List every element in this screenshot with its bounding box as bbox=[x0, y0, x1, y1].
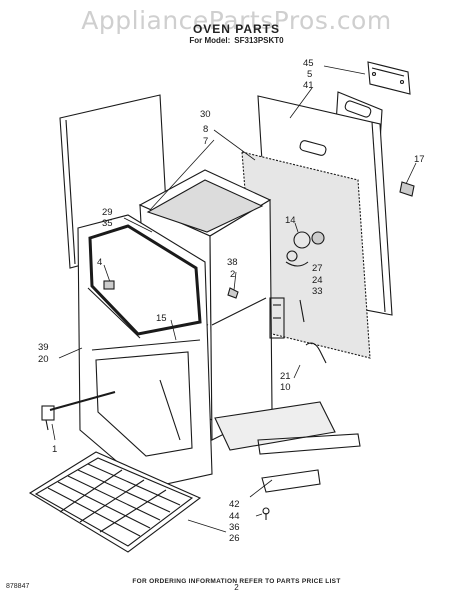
model-prefix: For Model: bbox=[189, 36, 231, 45]
page-number: 2 bbox=[234, 583, 239, 592]
document-code: 878847 bbox=[6, 583, 30, 590]
clip-38 bbox=[227, 287, 239, 299]
burner-assembly bbox=[285, 231, 325, 267]
callout-44: 44 bbox=[229, 511, 240, 522]
callout-33: 33 bbox=[312, 286, 323, 297]
callout-17: 17 bbox=[414, 154, 425, 165]
callout-35: 35 bbox=[102, 218, 113, 229]
hinge-assembly bbox=[41, 391, 116, 431]
callout-45: 45 bbox=[303, 58, 314, 69]
callout-30: 30 bbox=[200, 109, 211, 120]
callout-5: 5 bbox=[307, 69, 312, 80]
callout-1: 1 bbox=[52, 444, 57, 455]
callout-21: 21 bbox=[280, 371, 291, 382]
callout-8: 8 bbox=[203, 124, 208, 135]
callout-10: 10 bbox=[280, 382, 291, 393]
callout-39: 39 bbox=[38, 342, 49, 353]
callout-20: 20 bbox=[38, 354, 49, 365]
bracket-33 bbox=[269, 297, 305, 339]
vent-bracket-45 bbox=[367, 61, 411, 95]
callout-26: 26 bbox=[229, 533, 240, 544]
callout-38: 38 bbox=[227, 257, 238, 268]
leader-lines bbox=[51, 65, 417, 533]
oven-liner-back bbox=[241, 140, 371, 359]
ordering-note: FOR ORDERING INFORMATION REFER TO PARTS … bbox=[132, 578, 341, 585]
oven-rack bbox=[28, 451, 202, 553]
callout-labels: 45 5 41 30 8 7 17 29 35 14 4 38 2 27 24 … bbox=[38, 58, 425, 544]
small-clip-17 bbox=[399, 181, 415, 197]
model-line: For Model:SF313PSKT0 bbox=[0, 36, 473, 45]
callout-7: 7 bbox=[203, 136, 208, 147]
callout-15: 15 bbox=[156, 313, 167, 324]
callout-42: 42 bbox=[229, 499, 240, 510]
front-frame bbox=[77, 214, 213, 489]
callout-24: 24 bbox=[312, 275, 323, 286]
diagram-title: OVEN PARTS bbox=[192, 22, 281, 36]
model-number: SF313PSKT0 bbox=[234, 36, 284, 45]
callout-2: 2 bbox=[230, 269, 235, 280]
bottom-pan bbox=[214, 401, 361, 520]
callout-27: 27 bbox=[312, 263, 323, 274]
callout-36: 36 bbox=[229, 522, 240, 533]
callout-29: 29 bbox=[102, 207, 113, 218]
callout-4: 4 bbox=[97, 257, 102, 268]
callout-14: 14 bbox=[285, 215, 296, 226]
watermark: AppliancePartsPros.com bbox=[81, 6, 392, 35]
callout-41: 41 bbox=[303, 80, 314, 91]
sensor-21 bbox=[305, 342, 327, 364]
clip-4 bbox=[103, 280, 115, 290]
